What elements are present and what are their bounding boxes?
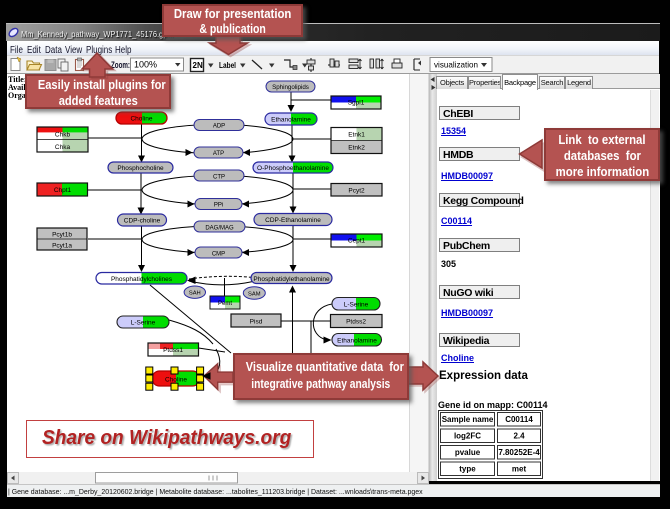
svg-text:Ptdss1: Ptdss1 — [163, 347, 183, 354]
svg-text:CTP: CTP — [213, 174, 225, 180]
svg-text:type: type — [459, 465, 476, 474]
svg-text:Phosphatidylcholines: Phosphatidylcholines — [111, 276, 173, 283]
svg-text:100%: 100% — [134, 60, 157, 70]
svg-text:Ethanolamine: Ethanolamine — [271, 117, 311, 124]
svg-text:Etnk1: Etnk1 — [348, 132, 365, 139]
svg-text:Chpt1: Chpt1 — [54, 187, 72, 194]
svg-text:Ptdss2: Ptdss2 — [346, 318, 366, 325]
svg-text:Choline: Choline — [130, 116, 152, 123]
svg-text:Pemt: Pemt — [218, 301, 232, 307]
svg-text:PPi: PPi — [214, 203, 223, 209]
svg-text:Phosphocholine: Phosphocholine — [117, 165, 164, 172]
svg-text:7.80252E-4: 7.80252E-4 — [498, 448, 540, 457]
svg-text:Sample name: Sample name — [442, 415, 494, 424]
svg-text:Chkb: Chkb — [55, 132, 71, 139]
svg-text:Choline: Choline — [165, 376, 187, 383]
svg-text:2N: 2N — [193, 61, 203, 70]
svg-text:Availab: Availab — [8, 83, 35, 92]
svg-text:DAG/MAG: DAG/MAG — [205, 225, 234, 231]
svg-text:Zoom:: Zoom: — [111, 60, 130, 70]
svg-text:Sgpl1: Sgpl1 — [348, 100, 365, 107]
svg-text:Phosphatidylethanolamine: Phosphatidylethanolamine — [253, 276, 330, 283]
svg-text:Pisd: Pisd — [250, 318, 263, 325]
svg-text:2.4: 2.4 — [513, 432, 525, 441]
svg-text:Label: Label — [219, 61, 236, 70]
svg-text:O-Phosphoethanolamine: O-Phosphoethanolamine — [257, 165, 329, 172]
svg-text:ATP: ATP — [213, 151, 224, 157]
svg-text:log2FC: log2FC — [454, 432, 481, 441]
svg-text:SAM: SAM — [248, 291, 261, 297]
svg-text:Pcyt1a: Pcyt1a — [52, 243, 72, 250]
svg-text:L-Serine: L-Serine — [344, 301, 369, 308]
svg-text:Etnk2: Etnk2 — [348, 145, 365, 152]
svg-text:Chka: Chka — [55, 144, 71, 151]
svg-text:CDP-choline: CDP-choline — [124, 218, 161, 225]
svg-text:pvalue: pvalue — [455, 448, 481, 457]
svg-text:Title:: Title: — [8, 75, 27, 84]
svg-text:CMP: CMP — [212, 251, 225, 257]
svg-text:C00114: C00114 — [505, 415, 533, 424]
svg-text:Pcyt2: Pcyt2 — [348, 187, 365, 194]
svg-text:Ethanolamine: Ethanolamine — [337, 337, 377, 344]
svg-text:L-Serine: L-Serine — [131, 320, 156, 327]
svg-text:Organi: Organi — [8, 91, 33, 100]
svg-text:CDP-Ethanolamine: CDP-Ethanolamine — [265, 217, 321, 224]
svg-text:Sphingolipids: Sphingolipids — [272, 84, 309, 91]
svg-text:ADP: ADP — [213, 124, 225, 130]
svg-text:Pcyt1b: Pcyt1b — [52, 232, 72, 239]
svg-text:Cept1: Cept1 — [348, 238, 366, 245]
svg-text:SAH: SAH — [189, 291, 201, 297]
svg-text:visualization: visualization — [434, 60, 478, 70]
svg-text:met: met — [512, 465, 527, 474]
